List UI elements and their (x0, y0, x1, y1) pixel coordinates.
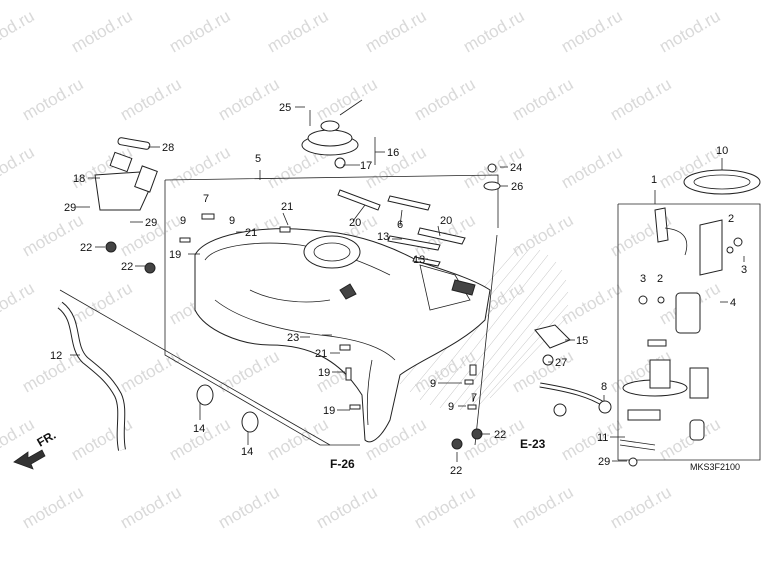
callout-8: 8 (601, 381, 607, 393)
callout-9: 9 (448, 401, 454, 413)
callout-29: 29 (145, 217, 157, 229)
callout-9: 9 (180, 215, 186, 227)
callout-21: 21 (245, 227, 257, 239)
callout-6: 6 (397, 219, 403, 231)
fuel-pump-assembly (619, 207, 743, 467)
callout-12: 12 (50, 350, 62, 362)
callout-24: 24 (510, 162, 522, 174)
rubber-damper (196, 384, 259, 433)
callout-9: 9 (430, 378, 436, 390)
callout-9: 9 (229, 215, 235, 227)
direction-label: FR. (35, 428, 59, 450)
callout-29: 29 (598, 456, 610, 468)
section-ref-f26: F-26 (330, 457, 355, 471)
callout-3: 3 (741, 264, 747, 276)
callout-1: 1 (651, 174, 657, 186)
callout-15: 15 (576, 335, 588, 347)
callout-17: 17 (360, 160, 372, 172)
grommet (105, 241, 117, 253)
callout-labels: 1 2 2 3 3 4 5 6 7 7 8 9 9 9 9 10 11 12 1… (50, 102, 747, 477)
forward-arrow-icon: FR. (13, 428, 59, 470)
callout-19: 19 (169, 249, 181, 261)
callout-13: 13 (413, 254, 425, 266)
callout-19: 19 (323, 405, 335, 417)
callout-29: 29 (64, 202, 76, 214)
callout-3: 3 (640, 273, 646, 285)
connector (534, 324, 571, 366)
fuel-tank (194, 228, 491, 443)
small-hardware (179, 163, 501, 410)
fuel-pipe (539, 382, 612, 417)
callout-13: 13 (377, 231, 389, 243)
callout-23: 23 (287, 332, 299, 344)
callout-20: 20 (349, 217, 361, 229)
callout-10: 10 (716, 145, 728, 157)
assembly-outline (59, 170, 761, 461)
callout-22: 22 (121, 261, 133, 273)
grommet (144, 262, 156, 274)
fuel-cap (301, 99, 363, 169)
callout-28: 28 (162, 142, 174, 154)
callout-20: 20 (440, 215, 452, 227)
callout-22: 22 (450, 465, 462, 477)
callout-2: 2 (657, 273, 663, 285)
callout-2: 2 (728, 213, 734, 225)
callout-22: 22 (494, 429, 506, 441)
leader-lines (70, 106, 745, 462)
callout-21: 21 (281, 201, 293, 213)
callout-16: 16 (387, 147, 399, 159)
grommet (451, 438, 463, 450)
breather-hose (57, 301, 126, 451)
callout-27: 27 (555, 357, 567, 369)
gasket-ring (683, 158, 761, 195)
callout-21: 21 (315, 348, 327, 360)
section-ref-e23: E-23 (520, 437, 546, 451)
callout-22: 22 (80, 242, 92, 254)
callout-11: 11 (597, 432, 608, 444)
callout-26: 26 (511, 181, 523, 193)
callout-7: 7 (203, 193, 209, 205)
callout-7: 7 (471, 392, 477, 404)
callout-18: 18 (73, 173, 85, 185)
callout-19: 19 (318, 367, 330, 379)
callout-14: 14 (241, 446, 253, 458)
callout-4: 4 (730, 297, 736, 309)
callout-14: 14 (193, 423, 205, 435)
diagram-code: MKS3F2100 (690, 462, 740, 472)
callout-5: 5 (255, 153, 261, 165)
callout-25: 25 (279, 102, 291, 114)
bracket-assembly (94, 137, 158, 211)
